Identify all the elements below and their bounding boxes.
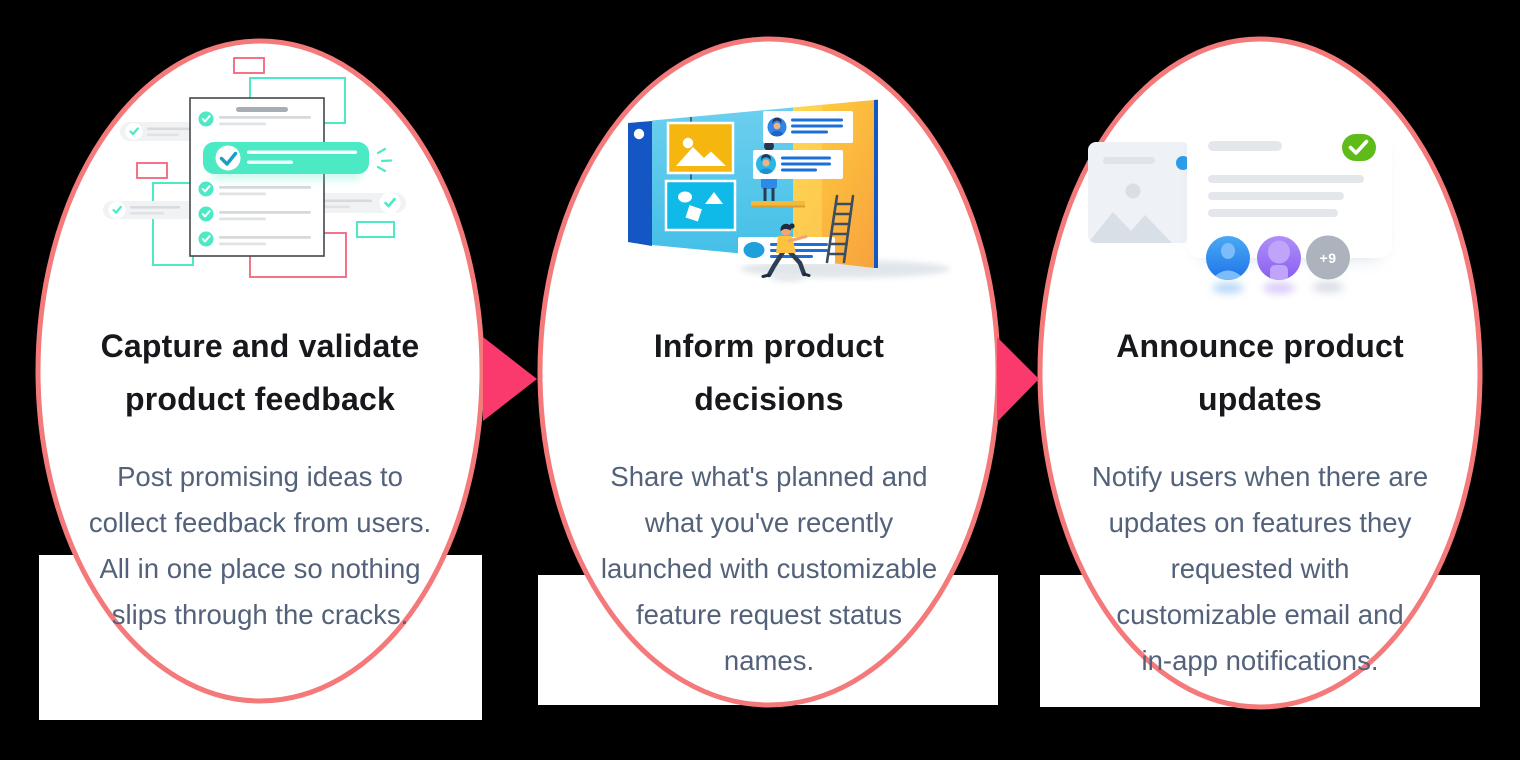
image-card-icon — [666, 121, 735, 175]
image-placeholder-icon — [1088, 142, 1190, 243]
person-figure — [761, 223, 811, 278]
check-row — [198, 231, 311, 247]
arrow-right-icon — [997, 337, 1039, 422]
sparkle-icon — [376, 147, 393, 173]
notification-dot-icon — [1176, 156, 1190, 170]
check-row — [198, 181, 311, 197]
highlighted-task-row — [203, 142, 369, 180]
avatar-count — [1306, 235, 1350, 280]
success-check-badge — [1342, 134, 1376, 161]
notification-card-illustration — [1088, 125, 1392, 294]
status-card — [753, 150, 843, 179]
card-heading: Announce product updates — [1116, 328, 1404, 417]
arrow-right-icon — [483, 337, 537, 421]
check-row — [198, 206, 311, 222]
billboard-illustration — [628, 99, 950, 282]
checklist-illustration — [103, 57, 406, 278]
ladder-icon — [825, 194, 855, 264]
card-inform: Inform product decisions Share what's pl… — [549, 302, 989, 702]
card-heading: Capture and validate product feedback — [100, 328, 420, 417]
card-heading: Inform product decisions — [653, 328, 885, 417]
check-row — [198, 111, 311, 127]
card-announce: Announce product updates Notify users wh… — [1040, 302, 1480, 702]
avatar-purple — [1257, 236, 1301, 280]
card-body: Post promising ideas to collect feedback… — [88, 461, 432, 630]
shapes-card-icon — [664, 179, 737, 232]
card-body: Share what's planned and what you've rec… — [600, 461, 938, 676]
card-body: Notify users when there are updates on f… — [1091, 461, 1429, 676]
avatar-overflow-badge: +9 — [1319, 250, 1337, 266]
status-card — [763, 111, 853, 143]
card-capture: Capture and validate product feedback Po… — [40, 302, 480, 656]
release-note-card — [1187, 125, 1392, 258]
